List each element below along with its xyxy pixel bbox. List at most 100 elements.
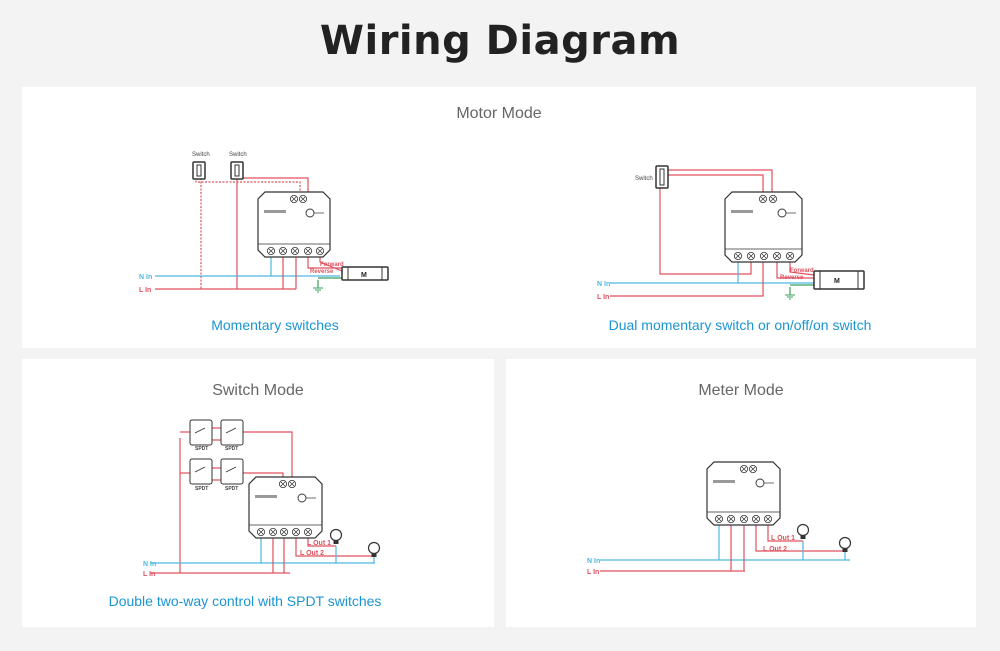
forward-label: Forward (790, 268, 814, 274)
spdt-lever (194, 466, 206, 473)
terminal-screw-icon (748, 253, 754, 259)
switch-module (706, 461, 781, 526)
wire (755, 525, 845, 552)
page-title: Wiring Diagram (319, 18, 681, 64)
spdt-lever (225, 466, 237, 473)
light-bulb-icon (329, 528, 343, 542)
terminal-screw-icon (735, 253, 741, 259)
forward-label: Forward (320, 262, 344, 268)
l-in-label: L In (587, 569, 599, 576)
spdt-caption: Double two-way control with SPDT switche… (108, 593, 382, 609)
wire (610, 262, 764, 297)
l-out1-label: L Out 1 (307, 540, 331, 547)
brand-logo (264, 210, 286, 213)
brand-logo (255, 495, 277, 498)
switch-icon (230, 161, 244, 180)
light-bulb-icon (838, 536, 852, 550)
l-in-label: L In (597, 294, 609, 301)
spdt-label: SPDT (225, 446, 238, 452)
light-bulb-icon (367, 541, 381, 555)
terminal-screw-icon (317, 248, 323, 254)
motor-label: M (361, 272, 367, 279)
bulb-base (800, 535, 806, 539)
terminal-screw-icon (289, 481, 295, 487)
pair-button-icon (305, 208, 315, 218)
l-in-label: L In (139, 287, 151, 294)
motor-label: M (834, 278, 840, 285)
light-bulb-icon (796, 523, 810, 537)
terminal-screw-icon (280, 481, 286, 487)
wire (195, 170, 301, 193)
reverse-label: Reverse (780, 275, 804, 281)
terminal-screw-icon (765, 516, 771, 522)
n-in-label: N In (143, 561, 156, 568)
wire (295, 538, 374, 557)
meter-mode-title: Meter Mode (698, 382, 784, 399)
terminal-screw-icon (774, 253, 780, 259)
motor-mode-panel: Motor Mode Momentary switches Dual momen… (22, 87, 976, 348)
n-in-label: N In (587, 558, 600, 565)
terminal-screw-icon (293, 529, 299, 535)
wire (789, 262, 815, 276)
terminal-screw-icon (770, 196, 776, 202)
wire (659, 187, 752, 275)
terminal-screw-icon (270, 529, 276, 535)
terminal-screw-icon (280, 248, 286, 254)
ground-icon (785, 294, 795, 300)
terminal-screw-icon (281, 529, 287, 535)
spdt-label: SPDT (195, 446, 208, 452)
switch-module (257, 191, 331, 258)
pair-button-icon (777, 208, 787, 218)
bulb-base (333, 540, 339, 544)
wire (667, 169, 773, 193)
l-out1-label: L Out 1 (771, 535, 795, 542)
wire (242, 431, 293, 477)
spdt-switch-icon (189, 458, 213, 485)
l-out2-label: L Out 2 (763, 546, 787, 553)
terminal-screw-icon (787, 253, 793, 259)
wire (776, 262, 814, 279)
terminal-screw-icon (305, 248, 311, 254)
n-in-label: N In (597, 281, 610, 288)
terminal-screw-icon (716, 516, 722, 522)
spdt-lever (194, 427, 206, 434)
terminal-screw-icon (291, 196, 297, 202)
brand-logo (713, 480, 735, 483)
reverse-label: Reverse (310, 269, 334, 275)
switch-label: Switch (635, 176, 653, 182)
wire (242, 472, 284, 477)
switch-mode-title: Switch Mode (212, 382, 304, 399)
motor-icon (341, 266, 389, 281)
terminal-screw-icon (268, 248, 274, 254)
motor-mode-title: Motor Mode (456, 105, 542, 122)
switch-module (248, 476, 323, 539)
terminal-screw-icon (750, 466, 756, 472)
brand-logo (731, 210, 753, 213)
pair-button-icon (755, 478, 765, 488)
wire (767, 525, 803, 542)
switch-label: Switch (229, 152, 247, 158)
terminal-screw-icon (760, 196, 766, 202)
motor-icon (813, 270, 865, 290)
terminal-screw-icon (753, 516, 759, 522)
spdt-label: SPDT (195, 486, 208, 492)
switch-icon (192, 161, 206, 180)
terminal-screw-icon (741, 466, 747, 472)
terminal-screw-icon (305, 529, 311, 535)
switch-icon (655, 165, 669, 189)
momentary-switches-caption: Momentary switches (211, 317, 339, 333)
terminal-screw-icon (292, 248, 298, 254)
wire (667, 174, 764, 193)
spdt-label: SPDT (225, 486, 238, 492)
pair-button-icon (297, 493, 307, 503)
spdt-lever (225, 427, 237, 434)
switch-rocker (234, 164, 240, 177)
bulb-base (371, 553, 377, 557)
terminal-screw-icon (728, 516, 734, 522)
terminal-screw-icon (258, 529, 264, 535)
l-out2-label: L Out 2 (300, 550, 324, 557)
terminal-screw-icon (300, 196, 306, 202)
switch-label: Switch (192, 152, 210, 158)
l-in-label: L In (143, 571, 155, 578)
